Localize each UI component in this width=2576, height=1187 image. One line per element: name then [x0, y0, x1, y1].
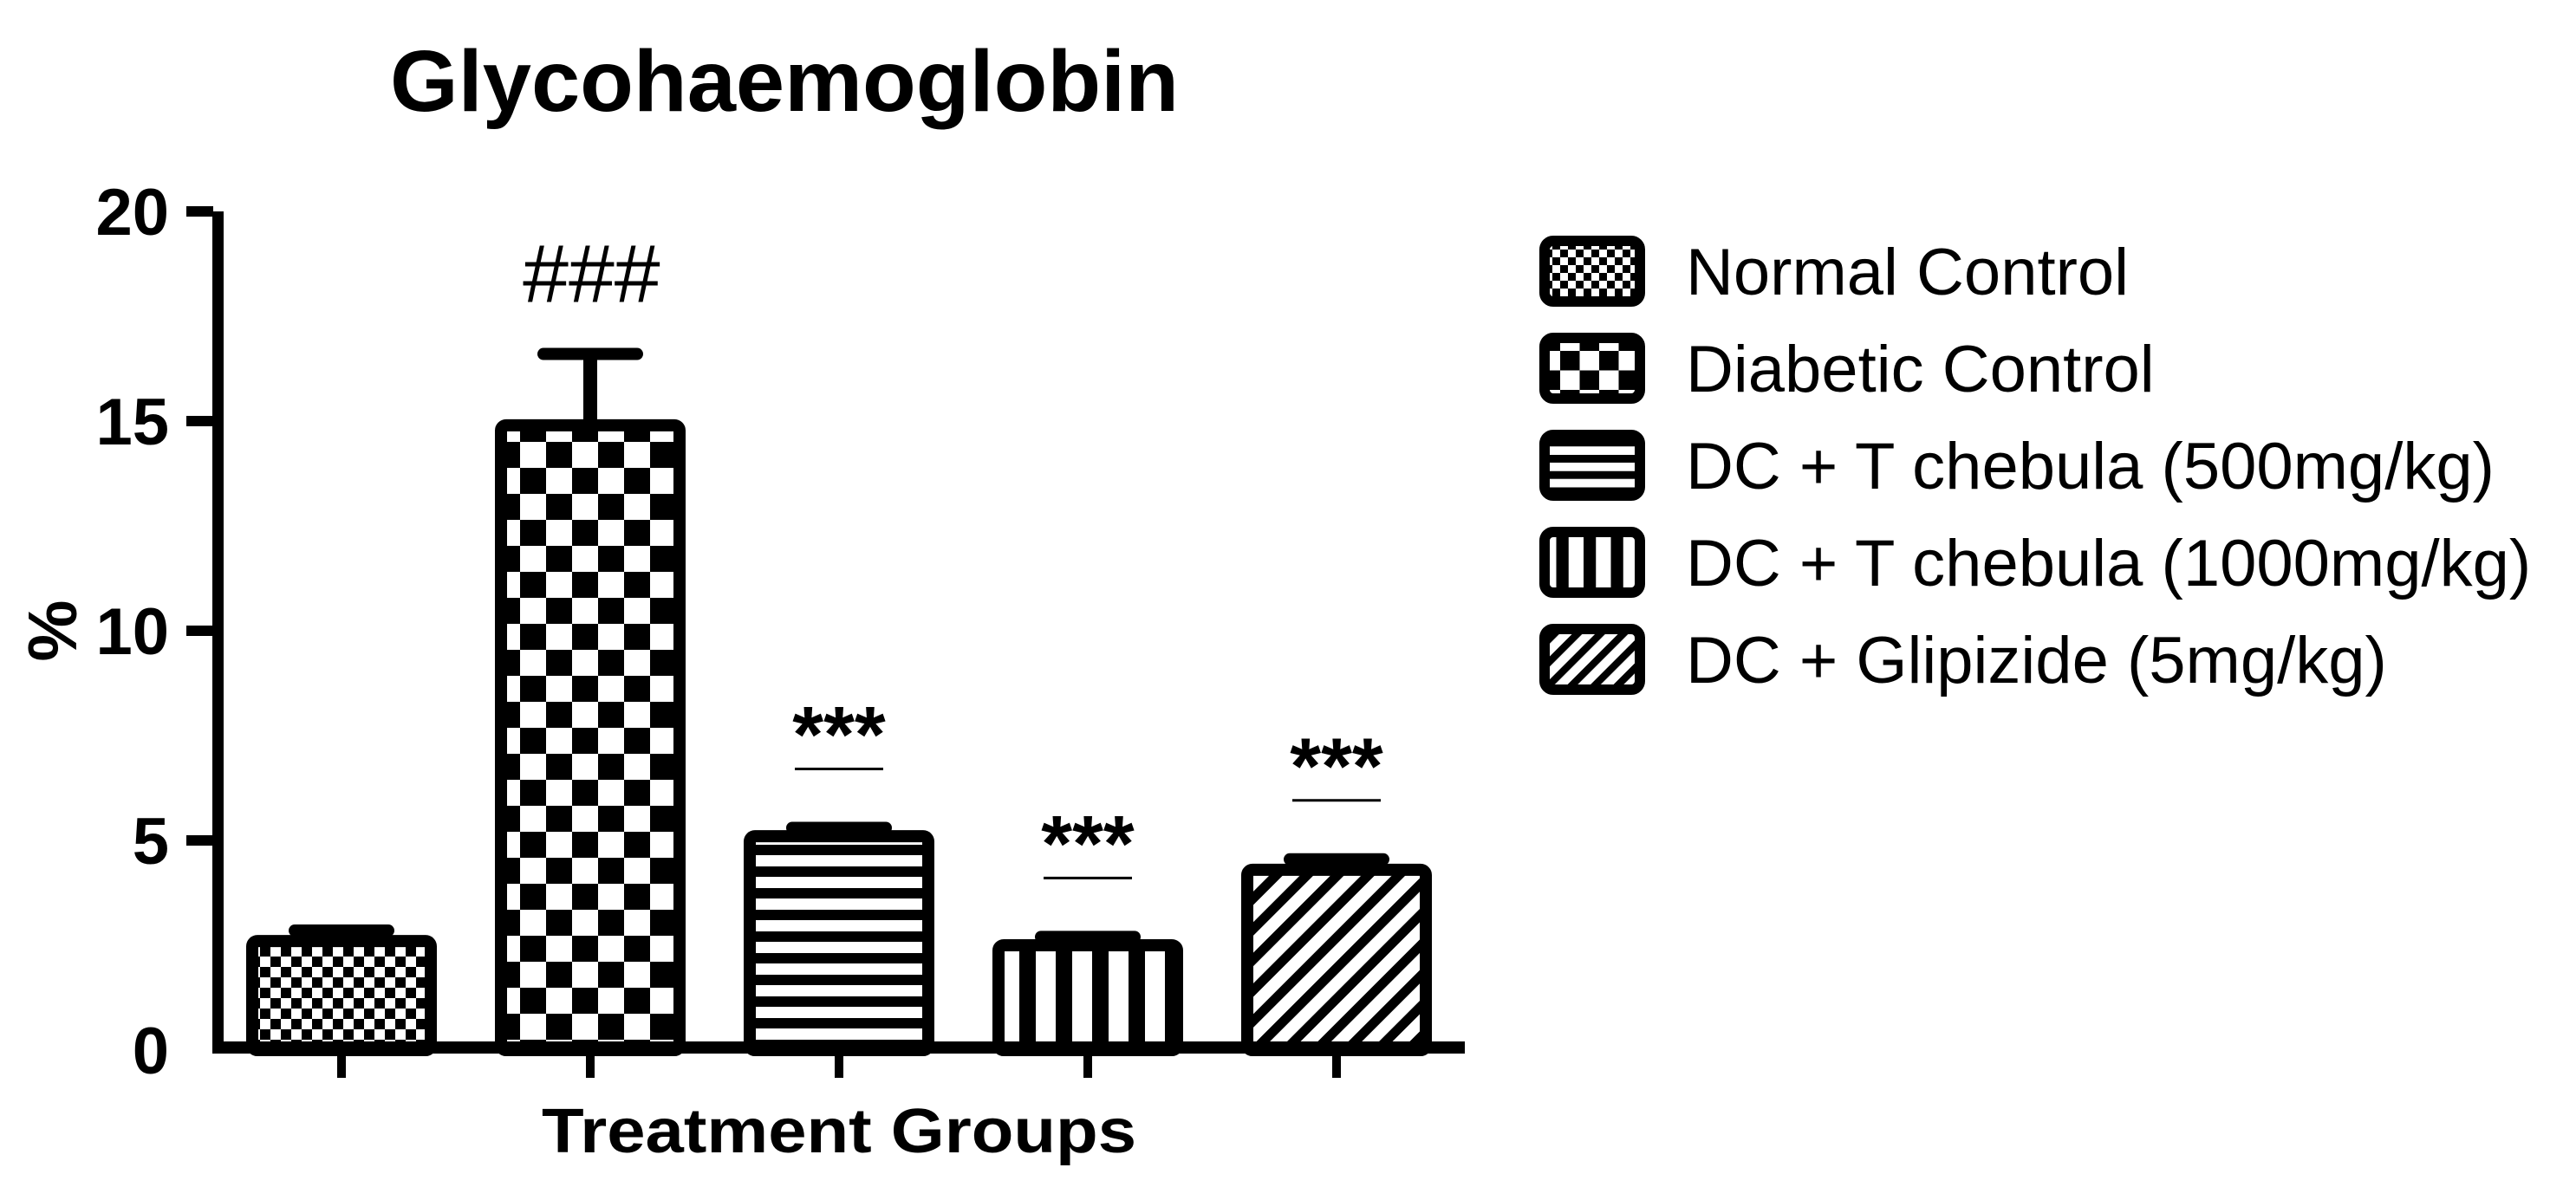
legend-item-dc-glipizide-5mg-kg: DC + Glipizide (5mg/kg) [1539, 624, 2387, 697]
y-tick-label: 10 [95, 595, 169, 669]
legend-item-normal-control: Normal Control [1539, 236, 2129, 309]
legend-swatch-checker-coarse-icon [1539, 333, 1645, 404]
legend-item-dc-t-chebula-500mg-kg: DC + T chebula (500mg/kg) [1539, 430, 2495, 503]
legend-label: Normal Control [1686, 236, 2129, 309]
significance-stars: *** [792, 691, 886, 779]
significance-stars: *** [1290, 723, 1383, 811]
y-tick-label: 0 [133, 1015, 169, 1088]
legend-label: DC + T chebula (1000mg/kg) [1686, 527, 2531, 600]
legend-label: Diabetic Control [1686, 333, 2155, 406]
legend-label: DC + Glipizide (5mg/kg) [1686, 624, 2387, 697]
y-tick-label: 15 [95, 386, 169, 459]
legend-swatch-vlines-icon [1539, 527, 1645, 598]
bar-dc-t-chebula-500mg-kg [744, 830, 934, 1056]
legend-item-diabetic-control: Diabetic Control [1539, 333, 2155, 406]
legend-swatch-checker-fine-icon [1539, 236, 1645, 307]
significance-hashes: ### [522, 229, 660, 321]
bar-normal-control [246, 935, 437, 1057]
y-tick-label: 20 [95, 176, 169, 250]
y-tick-label: 5 [133, 805, 169, 879]
x-axis-label: Treatment Groups [542, 1097, 1136, 1166]
bar-diabetic-control [495, 418, 686, 1056]
bar-dc-glipizide-5mg-kg [1241, 863, 1432, 1056]
y-axis-label: % [14, 600, 91, 661]
axes-group [186, 206, 1465, 1078]
y-tick-labels-group: 0 5 10 15 20 [95, 176, 169, 1088]
legend-label: DC + T chebula (500mg/kg) [1686, 430, 2495, 503]
chart-title: Glycohaemoglobin [390, 33, 1179, 130]
legend-swatch-hlines-icon [1539, 430, 1645, 501]
significance-stars: *** [1041, 800, 1135, 888]
significance-annotations-group: ### *** *** *** [522, 229, 1383, 889]
error-caps-group [289, 347, 1389, 944]
bar-dc-t-chebula-1000mg-kg [992, 939, 1183, 1056]
legend-item-dc-t-chebula-1000mg-kg: DC + T chebula (1000mg/kg) [1539, 527, 2531, 600]
legend-swatch-diag-icon [1539, 624, 1645, 695]
